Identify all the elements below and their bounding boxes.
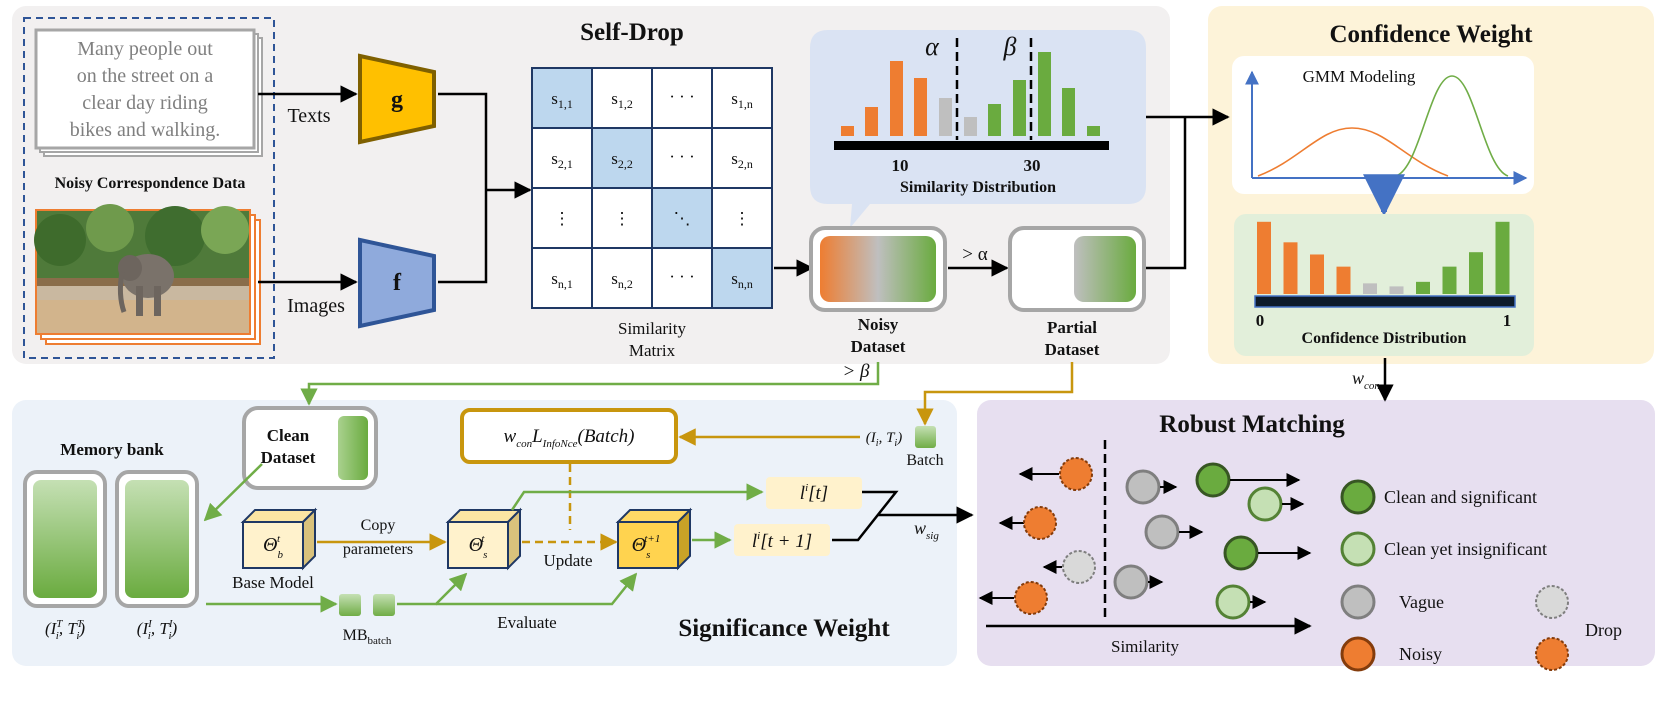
confidence-bar — [1469, 252, 1483, 294]
gt-beta-label: > β — [842, 361, 870, 382]
loss-label: wconLInfoNce(Batch) — [504, 426, 635, 450]
similarity-matrix: s1,1 s1,2 · · · s1,n s2,1 s2,2 · · · s2,… — [531, 67, 773, 309]
copy-label: Copy — [361, 517, 396, 534]
caption-line: on the street on a — [77, 65, 214, 87]
legend-vague: Vague — [1399, 592, 1444, 612]
images-label: Images — [287, 295, 345, 317]
similarity-histogram — [834, 38, 1109, 150]
noisy-data-frame — [23, 17, 275, 359]
caption-line: clear day riding — [82, 92, 208, 114]
robust-title: Robust Matching — [1159, 411, 1345, 438]
update-label: Update — [543, 551, 592, 570]
svg-text:⋮: ⋮ — [554, 209, 571, 228]
robust-panel — [977, 400, 1655, 666]
similarity-axis-label: Similarity — [1111, 637, 1180, 656]
svg-text:· · ·: · · · — [669, 147, 694, 166]
confidence-bar — [1336, 266, 1351, 294]
confidence-title: Confidence Weight — [1329, 21, 1533, 48]
hist-tick-30: 30 — [1024, 156, 1041, 175]
conf-tick-0: 0 — [1256, 311, 1265, 330]
image-encoder-f — [358, 237, 436, 329]
partial-dataset-label: Dataset — [1045, 340, 1100, 359]
loss-box — [460, 408, 678, 464]
base-model-cube: Θbt — [240, 507, 318, 571]
caption-line: bikes and walking. — [70, 119, 221, 141]
conf-tick-1: 1 — [1503, 311, 1512, 330]
matrix-label: Matrix — [629, 341, 676, 360]
text-encoder-g — [358, 53, 436, 145]
legend-drop: Drop — [1585, 620, 1622, 640]
legend-clean-insignificant: Clean yet insignificant — [1384, 539, 1547, 559]
encoder-g-label: g — [391, 87, 403, 113]
loss-t-label: li[t] — [800, 482, 828, 504]
mb-batch-icon-2 — [373, 594, 395, 616]
caption-line: Many people out — [77, 38, 213, 60]
svg-text:Θbt: Θbt — [263, 533, 283, 561]
encoder-f-label: f — [393, 270, 402, 296]
memory-bank-label: Memory bank — [60, 440, 164, 459]
confidence-histogram — [1257, 221, 1510, 294]
loss-t1-box — [734, 524, 830, 556]
loss-t-box — [766, 477, 862, 509]
loss-t1-label: li[t + 1] — [752, 530, 812, 552]
alpha-label: α — [925, 32, 940, 61]
confidence-bar — [1283, 242, 1298, 294]
hist-label: Similarity Distribution — [900, 179, 1056, 196]
significance-title: Significance Weight — [678, 615, 890, 642]
noisy-dataset-label: Dataset — [851, 337, 906, 356]
copy-label: parameters — [343, 541, 413, 558]
svg-text:Θst: Θst — [469, 533, 488, 561]
confidence-bar — [1310, 254, 1324, 294]
legend-noisy: Noisy — [1399, 644, 1442, 664]
self-drop-title: Self-Drop — [580, 19, 684, 46]
clean-dataset-label: Dataset — [261, 448, 316, 467]
noisy-data-label: Noisy Correspondence Data — [55, 175, 246, 192]
confidence-bar — [1363, 283, 1377, 294]
svg-text:· · ·: · · · — [669, 267, 694, 286]
base-model-label: Base Model — [232, 573, 314, 592]
updated-model-cube: Θst+1 — [615, 507, 693, 571]
legend-clean-significant: Clean and significant — [1384, 487, 1537, 507]
confidence-bar — [1495, 221, 1510, 294]
confidence-bar — [1442, 266, 1457, 294]
batch-label: Batch — [906, 452, 943, 469]
student-model-cube: Θst — [445, 507, 523, 571]
svg-text:· · ·: · · · — [669, 87, 694, 106]
svg-text:⋮: ⋮ — [614, 209, 631, 228]
texts-label: Texts — [287, 105, 330, 127]
w-con-label: wcon — [1352, 368, 1380, 392]
elephant-image — [34, 204, 251, 335]
gt-alpha-label: > α — [962, 244, 987, 265]
w-sig-label: wsig — [914, 518, 939, 542]
robust-legend — [1340, 479, 1569, 672]
gmm-box — [1232, 56, 1534, 194]
matching-samples — [978, 457, 1312, 620]
mb-batch-icon-1 — [339, 594, 361, 616]
clean-dataset-label: Clean — [267, 426, 310, 445]
gmm-noisy-curve — [1257, 127, 1449, 177]
text-card — [34, 28, 256, 150]
hist-tick-10: 10 — [892, 156, 909, 175]
batch-icon — [915, 426, 936, 448]
mb-batch-label: MBbatch — [343, 627, 392, 647]
evaluate-label: Evaluate — [497, 613, 556, 632]
noisy-dataset-label: Noisy — [858, 315, 899, 334]
confidence-bar — [1416, 281, 1430, 294]
svg-text:⋱: ⋱ — [674, 209, 691, 228]
gmm-label: GMM Modeling — [1303, 67, 1416, 86]
beta-label: β — [1003, 32, 1017, 61]
matrix-label: Similarity — [618, 319, 687, 338]
confidence-bar — [1389, 286, 1404, 294]
batch-pair-label: (Ii, Ti) — [866, 430, 902, 449]
conf-dist-label: Confidence Distribution — [1302, 330, 1467, 347]
confidence-dist-box — [1234, 214, 1534, 356]
confidence-bar — [1257, 221, 1271, 294]
gmm-clean-curve — [1395, 75, 1509, 177]
partial-dataset-label: Partial — [1047, 318, 1097, 337]
svg-text:⋮: ⋮ — [734, 209, 751, 228]
